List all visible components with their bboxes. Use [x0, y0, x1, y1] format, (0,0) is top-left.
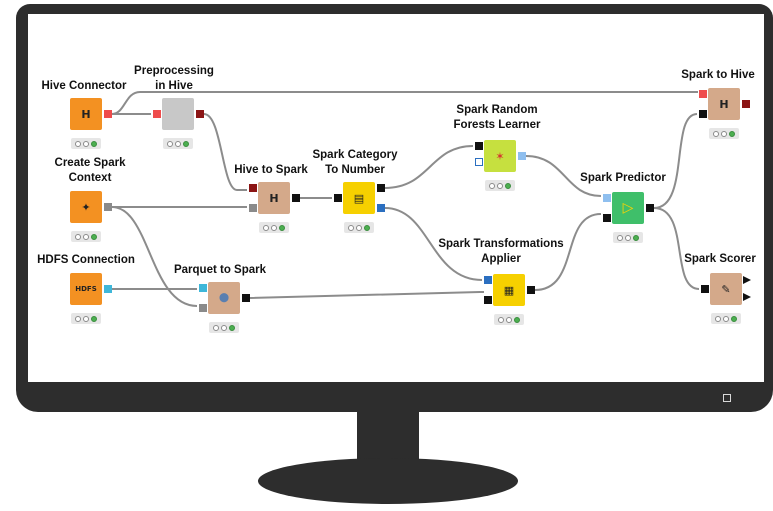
transformations-icon: ▦	[503, 283, 515, 297]
connection-wire	[534, 213, 602, 291]
node-label-preprocessing-hive: Preprocessing in Hive	[134, 65, 214, 92]
node-label-hive-to-spark: Hive to Spark	[234, 164, 308, 176]
predictor-icon: ▷	[622, 199, 634, 216]
hive-connector-node-icon: H	[70, 98, 102, 130]
connection-wire	[653, 113, 698, 209]
power-button[interactable]	[723, 394, 731, 402]
parquet-to-spark-in-port-context[interactable]	[199, 304, 207, 312]
status-traffic-light	[709, 128, 739, 139]
connection-wire	[249, 291, 484, 299]
hive-to-spark-node-icon: H	[258, 182, 290, 214]
connection-wire	[653, 207, 700, 290]
spark-to-hive-in-port-data[interactable]	[699, 110, 707, 118]
hdfs-connection-out-port[interactable]	[104, 285, 112, 293]
spark-random-forests-learner-node-icon: ✶	[484, 140, 516, 172]
spark-category-to-number-in-port[interactable]	[334, 194, 342, 202]
hdfs-lock-icon: HDFS	[75, 284, 97, 293]
hive-to-spark-in-port-context[interactable]	[249, 204, 257, 212]
create-spark-context-node-icon: ✦	[70, 191, 102, 223]
node-label-spark-to-hive: Spark to Hive	[681, 69, 755, 81]
status-traffic-light	[209, 322, 239, 333]
spark-predictor-out-port[interactable]	[646, 204, 654, 212]
spark-predictor-node-icon: ▷	[612, 192, 644, 224]
spark-scorer-node-icon: ✎	[710, 273, 742, 305]
spark-category-to-number-out-port-data[interactable]	[377, 184, 385, 192]
spark-category-to-number-node-icon: ▤	[343, 182, 375, 214]
connection-wire	[384, 145, 474, 189]
preprocessing-hive-in-port[interactable]	[153, 110, 161, 118]
status-traffic-light	[259, 222, 289, 233]
database-icon: H	[81, 107, 91, 121]
node-label-spark-scorer: Spark Scorer	[684, 253, 756, 265]
spark-to-hive-icon: H	[719, 97, 729, 111]
spark-scorer-out-port-2[interactable]	[743, 293, 751, 301]
create-spark-context-out-port[interactable]	[104, 203, 112, 211]
hive-connector-out-port[interactable]	[104, 110, 112, 118]
node-label-spark-predictor: Spark Predictor	[580, 172, 666, 184]
spark-random-forests-learner-in-port-optional[interactable]	[475, 158, 483, 166]
node-label-create-spark-context: Create Spark Context	[54, 157, 126, 184]
spark-to-hive-in-port-db[interactable]	[699, 90, 707, 98]
spark-random-forests-learner-out-port-model[interactable]	[518, 152, 526, 160]
status-traffic-light	[613, 232, 643, 243]
spark-random-forests-learner-in-port[interactable]	[475, 142, 483, 150]
spark-transformations-applier-in-port-transform[interactable]	[484, 276, 492, 284]
connection-wire	[203, 113, 247, 191]
parquet-icon: ⬤	[218, 292, 230, 303]
node-label-spark-transformations-applier: Spark Transformations Applier	[438, 238, 564, 265]
parquet-to-spark-node-icon: ⬤	[208, 282, 240, 314]
node-label-parquet-to-spark: Parquet to Spark	[173, 264, 267, 276]
spark-predictor-in-port-data[interactable]	[603, 214, 611, 222]
spark-transformations-applier-out-port[interactable]	[527, 286, 535, 294]
connection-wire	[384, 207, 483, 281]
node-label-hive-connector: Hive Connector	[41, 80, 127, 92]
parquet-to-spark-out-port[interactable]	[242, 294, 250, 302]
preprocessing-hive-out-port[interactable]	[196, 110, 204, 118]
spark-scorer-in-port[interactable]	[701, 285, 709, 293]
connection-wire	[525, 155, 602, 197]
random-forest-icon: ✶	[495, 149, 505, 163]
status-traffic-light	[344, 222, 374, 233]
scorer-icon: ✎	[721, 282, 731, 296]
status-traffic-light	[71, 313, 101, 324]
category-to-number-icon: ▤	[353, 191, 365, 205]
spark-to-hive-node-icon: H	[708, 88, 740, 120]
node-label-spark-random-forests-learner: Spark Random Forests Learner	[453, 104, 541, 131]
status-traffic-light	[163, 138, 193, 149]
spark-predictor-in-port-model[interactable]	[603, 194, 611, 202]
hive-to-spark-icon: H	[269, 191, 279, 205]
monitor-stand-base	[258, 458, 518, 504]
connection-wire	[111, 206, 198, 307]
spark-transformations-applier-node-icon: ▦	[493, 274, 525, 306]
spark-scorer-out-port-1[interactable]	[743, 276, 751, 284]
hdfs-connection-node-icon: HDFS	[70, 273, 102, 305]
node-label-spark-category-to-number: Spark Category To Number	[312, 149, 398, 176]
spark-category-to-number-out-port-transform[interactable]	[377, 204, 385, 212]
node-label-hdfs-connection: HDFS Connection	[37, 254, 135, 266]
spark-star-icon: ✦	[81, 200, 91, 214]
parquet-to-spark-in-port-hdfs[interactable]	[199, 284, 207, 292]
preprocessing-hive-node-icon	[162, 98, 194, 130]
status-traffic-light	[494, 314, 524, 325]
spark-to-hive-out-port[interactable]	[742, 100, 750, 108]
hive-to-spark-out-port[interactable]	[292, 194, 300, 202]
monitor-stand-neck	[357, 411, 419, 467]
status-traffic-light	[711, 313, 741, 324]
status-traffic-light	[71, 138, 101, 149]
status-traffic-light	[485, 180, 515, 191]
hive-to-spark-in-port-db[interactable]	[249, 184, 257, 192]
status-traffic-light	[71, 231, 101, 242]
spark-transformations-applier-in-port-data[interactable]	[484, 296, 492, 304]
